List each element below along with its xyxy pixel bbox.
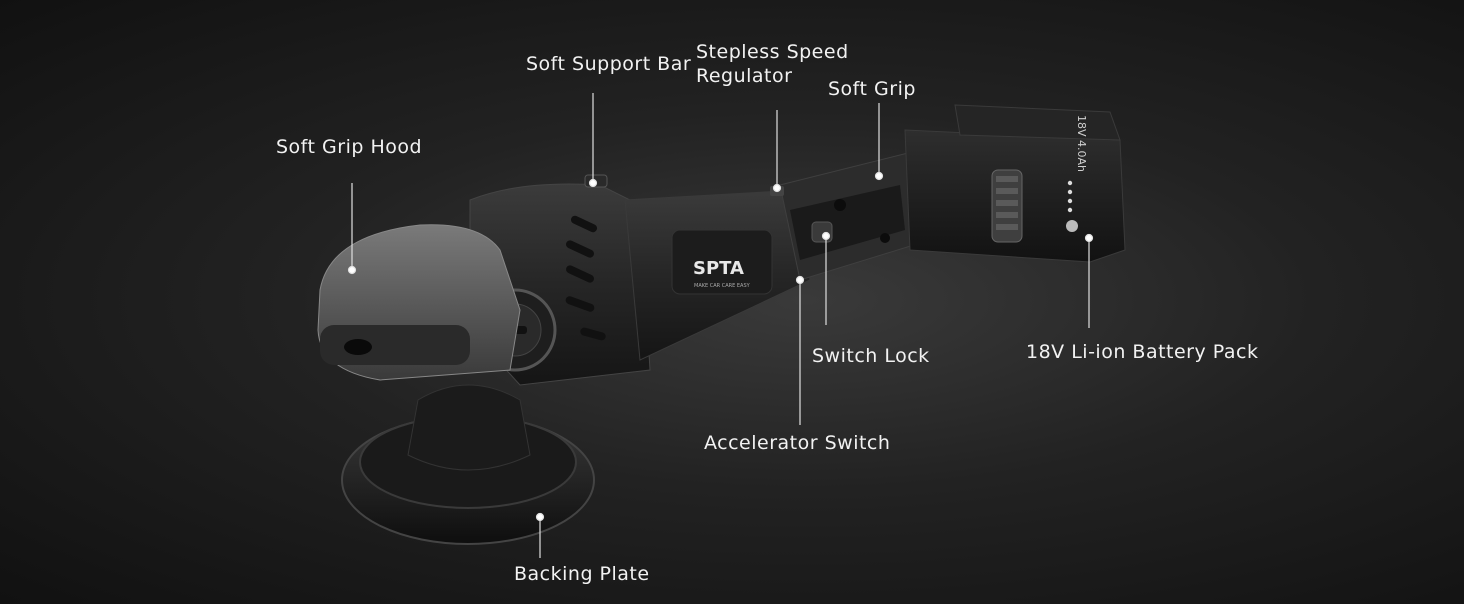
label-soft-grip: Soft Grip xyxy=(828,78,916,100)
battery-pack xyxy=(904,104,1126,263)
label-battery-pack: 18V Li-ion Battery Pack xyxy=(1026,341,1259,363)
label-accelerator-switch: Accelerator Switch xyxy=(704,432,891,454)
label-backing-plate: Backing Plate xyxy=(514,563,650,585)
soft-grip-hood xyxy=(317,224,521,381)
battery-marking: 18V 4.0Ah xyxy=(1075,115,1088,172)
motor-body xyxy=(624,189,811,361)
label-switch-lock: Switch Lock xyxy=(812,345,930,367)
label-stepless-speed-regulator-line2: Regulator xyxy=(696,65,793,87)
callout-lines xyxy=(347,93,1094,558)
label-soft-grip-hood: Soft Grip Hood xyxy=(276,136,423,158)
backing-plate xyxy=(341,384,595,545)
label-soft-support-bar: Soft Support Bar xyxy=(526,53,692,75)
label-stepless-speed-regulator-line1: Stepless Speed xyxy=(696,41,849,63)
brand-tagline: MAKE CAR CARE EASY xyxy=(694,283,751,289)
brand-logo: SPTA xyxy=(693,258,744,279)
handle xyxy=(770,149,931,281)
